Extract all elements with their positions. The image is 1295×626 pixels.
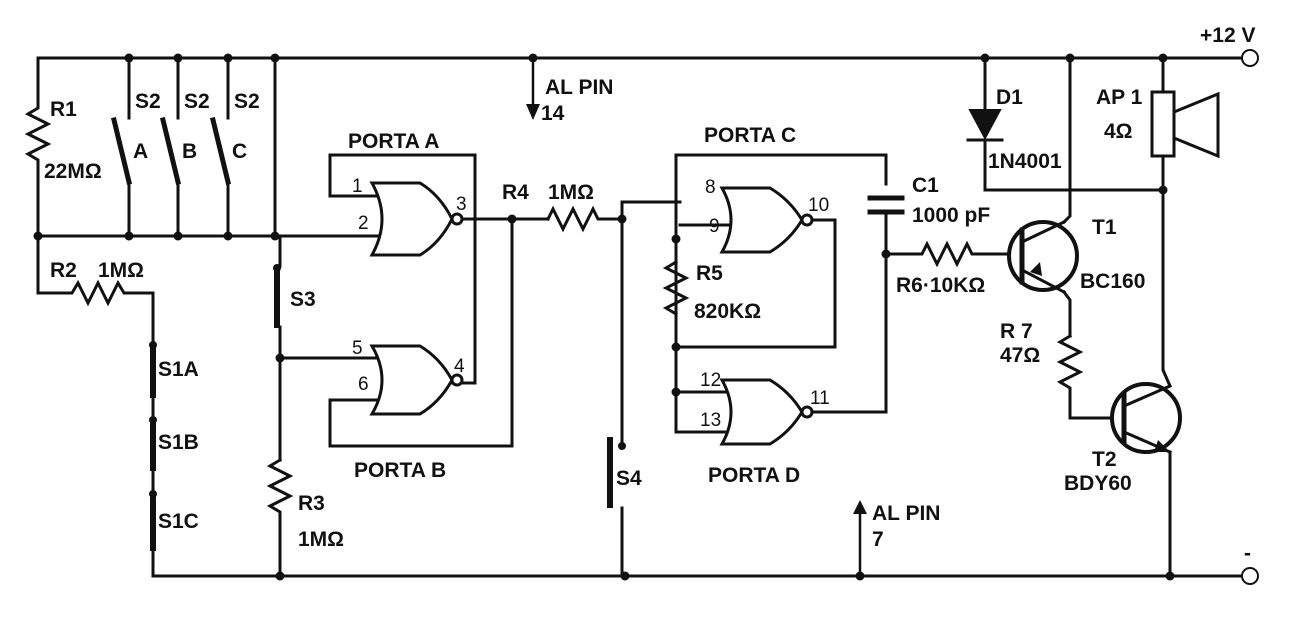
r1-ref: R1 bbox=[50, 98, 77, 121]
nor-gate-d: 12 13 11 PORTA D bbox=[674, 370, 830, 487]
ap1-value: 4Ω bbox=[1104, 120, 1133, 143]
s2c-ref: S2 bbox=[234, 90, 260, 113]
r5-ref: R5 bbox=[696, 262, 723, 285]
pin7-label: AL PIN bbox=[872, 502, 940, 525]
switch-s2-b: S2 B bbox=[159, 56, 210, 238]
gate-b-name: PORTA B bbox=[354, 459, 446, 482]
s2a-ref: S2 bbox=[135, 90, 161, 113]
pin7-note: AL PIN 7 bbox=[853, 500, 940, 576]
r1-value: 22MΩ bbox=[44, 160, 102, 183]
s2b-pole: B bbox=[182, 140, 197, 163]
switch-s4: S4 bbox=[607, 217, 642, 578]
negative-supply-label: - bbox=[1244, 542, 1251, 565]
capacitor-c1: C1 1000 pF bbox=[867, 174, 990, 256]
r7-ref: R 7 bbox=[1000, 320, 1033, 343]
positive-terminal bbox=[1241, 49, 1259, 67]
ground-rail bbox=[151, 567, 1259, 585]
resistor-r7: R 7 47Ω bbox=[1000, 320, 1112, 420]
gate-d-node bbox=[671, 387, 681, 397]
d1-ref: D1 bbox=[996, 86, 1023, 109]
gate-c-pin9: 9 bbox=[709, 216, 720, 237]
nor-gate-a: PORTA A 1 2 3 bbox=[328, 130, 477, 385]
ap1-ref: AP 1 bbox=[1096, 86, 1143, 109]
gate-c-name: PORTA C bbox=[704, 124, 796, 147]
r2-value: 1MΩ bbox=[98, 259, 144, 282]
negative-terminal bbox=[1241, 567, 1259, 585]
s2c-pole: C bbox=[232, 140, 247, 163]
switch-s1b: S1B bbox=[149, 416, 199, 494]
gate-c-feedback-wire bbox=[674, 218, 837, 349]
nor-gate-b: 5 6 4 PORTA B bbox=[278, 217, 514, 482]
s1c-ref: S1C bbox=[158, 510, 199, 533]
gate-b-pin4: 4 bbox=[454, 356, 465, 377]
switch-s1a: S1A bbox=[149, 341, 199, 420]
resistor-r1: R1 22MΩ bbox=[24, 56, 102, 238]
r7-value: 47Ω bbox=[1000, 344, 1040, 367]
gate-d-output-wire bbox=[810, 252, 888, 414]
r5-value: 820KΩ bbox=[694, 300, 761, 323]
positive-supply-label: +12 V bbox=[1200, 24, 1255, 47]
resistor-r5: R5 820KΩ bbox=[662, 259, 761, 323]
pin14-label: AL PIN bbox=[545, 76, 613, 99]
gate-d-pin12: 12 bbox=[700, 370, 721, 391]
t1-value: BC160 bbox=[1080, 270, 1145, 293]
r3-ref: R3 bbox=[298, 492, 325, 515]
positive-rail bbox=[36, 49, 1259, 67]
s2a-pole: A bbox=[133, 140, 148, 163]
gate-a-pin2: 2 bbox=[358, 213, 369, 234]
gate-d-pin11: 11 bbox=[810, 388, 830, 409]
resistor-r6: R6·10KΩ bbox=[884, 240, 1010, 297]
gate-c-in8-wire bbox=[620, 200, 682, 221]
diode-d1: D1 1N4001 bbox=[966, 56, 1165, 192]
resistor-r4: R4 1MΩ bbox=[502, 181, 624, 233]
r4-ref: R4 bbox=[502, 181, 529, 204]
gate-b-pin5: 5 bbox=[352, 338, 363, 359]
gate-c-pin8: 8 bbox=[705, 177, 716, 198]
gate-a-pin1: 1 bbox=[352, 176, 363, 197]
r2-ref: R2 bbox=[50, 259, 77, 282]
c1-value: 1000 pF bbox=[912, 204, 990, 227]
r6-ref: R6·10KΩ bbox=[896, 274, 985, 297]
pin7-number: 7 bbox=[872, 528, 884, 551]
s1b-ref: S1B bbox=[158, 431, 199, 454]
gate-d-name: PORTA D bbox=[708, 464, 800, 487]
c1-ref: C1 bbox=[912, 174, 939, 197]
r5-node bbox=[671, 342, 681, 352]
gate-d-pin13: 13 bbox=[700, 410, 721, 431]
switch-s1c: S1C bbox=[149, 490, 199, 578]
r3-value: 1MΩ bbox=[298, 528, 344, 551]
gate-a-pin3: 3 bbox=[456, 194, 467, 215]
switch-s2-c: S2 C bbox=[209, 56, 260, 238]
t1-ref: T1 bbox=[1092, 216, 1117, 239]
pin14-note: AL PIN 14 bbox=[526, 58, 613, 125]
gate-c-node bbox=[671, 234, 681, 244]
s1a-ref: S1A bbox=[158, 358, 199, 381]
switch-s2-a: S2 A bbox=[110, 56, 161, 238]
transistor-t2: T2 BDY60 bbox=[1064, 188, 1182, 578]
resistor-r2: R2 1MΩ bbox=[36, 234, 155, 347]
t2-value: BDY60 bbox=[1064, 472, 1132, 495]
r4-value: 1MΩ bbox=[548, 181, 594, 204]
s2b-ref: S2 bbox=[184, 90, 210, 113]
gate-c-pin10: 10 bbox=[808, 195, 829, 216]
pin14-number: 14 bbox=[541, 102, 565, 125]
switch-s3: S3 bbox=[273, 56, 316, 462]
nor-gate-c: PORTA C 8 9 10 bbox=[674, 124, 888, 434]
s3-ref: S3 bbox=[290, 288, 316, 311]
t2-ref: T2 bbox=[1092, 448, 1117, 471]
gate-b-pin6: 6 bbox=[358, 374, 369, 395]
speaker-ap1: AP 1 4Ω bbox=[1096, 56, 1220, 192]
transistor-t1: T1 BC160 bbox=[1007, 56, 1145, 338]
resistor-r3: R3 1MΩ bbox=[266, 457, 344, 578]
d1-value: 1N4001 bbox=[988, 150, 1062, 173]
s4-ref: S4 bbox=[616, 467, 642, 490]
gate-a-name: PORTA A bbox=[348, 130, 439, 153]
